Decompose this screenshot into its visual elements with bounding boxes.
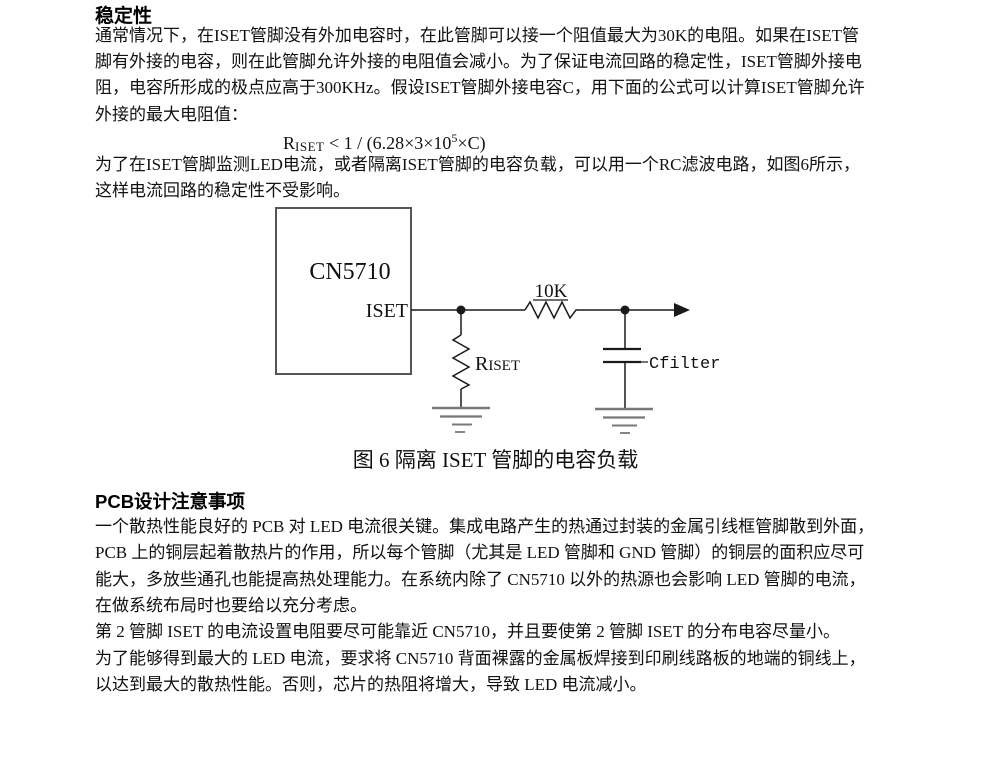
riset-formula: RISET < 1 / (6.28×3×105×C): [283, 126, 486, 159]
text-line: 这样电流回路的稳定性不受影响。: [95, 181, 350, 201]
series-resistor-10k: [524, 300, 580, 320]
ground-symbol-right: [595, 407, 653, 434]
text-line: 通常情况下，在ISET管脚没有外加电容时，在此管脚可以接一个阻值最大为30K的电…: [95, 26, 860, 45]
riset-resistor: [451, 334, 471, 390]
text-line: 脚有外接的电容，则在此管脚允许外接的电阻值会减小。为了保证电流回路的稳定性，IS…: [95, 52, 862, 72]
formula-subscript: ISET: [295, 139, 325, 154]
riset-label: RISET: [475, 353, 520, 375]
chip-label: CN5710: [309, 259, 390, 285]
series-resistor-label: 10K: [535, 281, 568, 302]
riset-label-base: R: [475, 353, 489, 375]
iset-pin-label: ISET: [366, 300, 408, 322]
text-line: 以达到最大的散热性能。否则，芯片的热阻将增大，导致 LED 电流减小。: [95, 675, 647, 695]
formula-tail: ×C): [457, 133, 486, 153]
text-line: PCB 上的铜层起着散热片的作用，所以每个管脚（尤其是 LED 管脚和 GND …: [95, 543, 865, 563]
figure-caption: 图 6 隔离 ISET 管脚的电容负载: [352, 448, 639, 472]
stability-paragraph-2: 为了在ISET管脚监测LED电流，或者隔离ISET管脚的电容负载，可以用一个RC…: [95, 152, 860, 204]
pcb-section-body: 一个散热性能良好的 PCB 对 LED 电流很关键。集成电路产生的热通过封装的金…: [95, 514, 874, 698]
stability-paragraph-1: 通常情况下，在ISET管脚没有外加电容时，在此管脚可以接一个阻值最大为30K的电…: [95, 23, 865, 128]
text-line: 阻，电容所形成的极点应高于300KHz。假设ISET管脚外接电容C，用下面的公式…: [95, 78, 865, 98]
chip-box: [275, 207, 412, 375]
formula-body: < 1 / (6.28×3×10: [324, 133, 452, 153]
cfilter-label: Cfilter: [649, 355, 720, 374]
stability-heading: 稳定性: [95, 6, 153, 27]
formula-superscript: 5: [451, 131, 458, 145]
pcb-paragraph-3: 为了能够得到最大的 LED 电流，要求将 CN5710 背面裸露的金属板焊接到印…: [95, 646, 874, 699]
pcb-paragraph-1: 一个散热性能良好的 PCB 对 LED 电流很关键。集成电路产生的热通过封装的金…: [95, 514, 874, 619]
cfilter-capacitor: [603, 347, 648, 364]
pcb-heading: PCB设计注意事项: [95, 491, 246, 512]
text-line: 第 2 管脚 ISET 的电流设置电阻要尽可能靠近 CN5710，并且要使第 2…: [95, 622, 841, 642]
figure-6-circuit-diagram: CN5710 ISET 10K RISET Cfilter: [275, 207, 720, 434]
text-line: 一个散热性能良好的 PCB 对 LED 电流很关键。集成电路产生的热通过封装的金…: [95, 517, 875, 536]
text-line: 能大，多放些通孔也能提高热处理能力。在系统内除了 CN5710 以外的热源也会影…: [95, 569, 866, 589]
text-line: 在做系统布局时也要给以充分考虑。: [95, 596, 367, 616]
output-arrow: [674, 303, 690, 317]
formula-variable: R: [283, 133, 296, 153]
riset-label-sub: ISET: [488, 358, 520, 374]
pcb-paragraph-2: 第 2 管脚 ISET 的电流设置电阻要尽可能靠近 CN5710，并且要使第 2…: [95, 619, 874, 645]
text-line: 为了能够得到最大的 LED 电流，要求将 CN5710 背面裸露的金属板焊接到印…: [95, 648, 866, 668]
text-line: 外接的最大电阻值：: [95, 104, 248, 124]
ground-symbol-left: [432, 406, 490, 433]
text-line: 为了在ISET管脚监测LED电流，或者隔离ISET管脚的电容负载，可以用一个RC…: [95, 155, 860, 174]
